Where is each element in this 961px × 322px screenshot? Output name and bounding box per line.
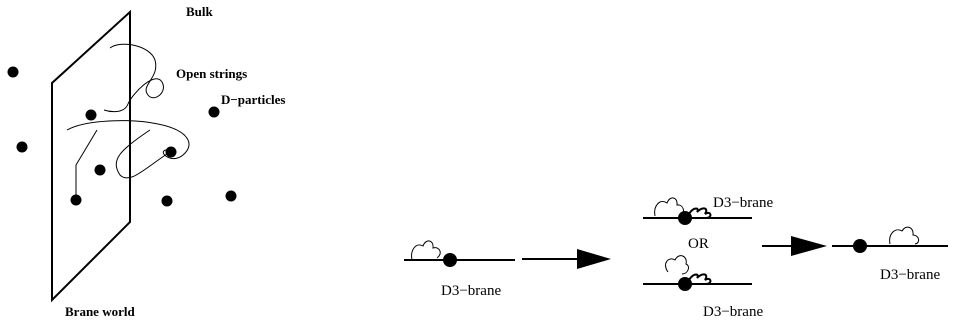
label-d3-brane-final: D3−brane [880, 267, 940, 283]
wavy-string [688, 273, 712, 285]
open-string-attached [66, 120, 190, 160]
open-string-right [115, 129, 171, 179]
d-particle [678, 211, 692, 225]
d-particle [853, 239, 867, 253]
label-open-strings: Open strings [176, 66, 247, 81]
label-d3-brane-initial: D3−brane [441, 283, 501, 299]
label-bulk: Bulk [186, 4, 214, 19]
label-d3-brane-lower: D3−brane [703, 304, 763, 320]
d3-brane-process-panel: D3−brane D3−brane OR D3−brane [404, 195, 948, 320]
closed-string-loop [665, 255, 690, 275]
label-or: OR [688, 236, 709, 252]
d-particle [443, 253, 457, 267]
arrow-right-1 [522, 249, 611, 269]
d-particle [85, 109, 97, 121]
d-particle [165, 146, 177, 158]
arrow-right-2 [762, 236, 827, 256]
d-particle [208, 106, 220, 118]
label-d-particles: D−particles [221, 92, 285, 107]
label-d3-brane-upper: D3−brane [713, 195, 773, 211]
final-state: D3−brane [832, 226, 948, 283]
initial-state: D3−brane [404, 240, 515, 299]
open-string-zigzag [75, 129, 98, 200]
closed-string-loop [411, 240, 441, 261]
d-particle [7, 66, 19, 78]
upper-alternative: D3−brane [643, 195, 773, 225]
d-particle [70, 194, 82, 206]
label-brane-world: Brane world [65, 304, 135, 319]
lower-alternative: D3−brane [643, 255, 763, 320]
closed-string-loop [889, 226, 920, 245]
d-particle [225, 190, 237, 202]
closed-string-loop [654, 197, 685, 217]
d-particle [16, 141, 28, 153]
d-particle [94, 164, 106, 176]
brane-world-panel: Bulk Open strings D−particles Brane worl… [7, 4, 285, 319]
wavy-string [688, 207, 712, 219]
brane-plane [51, 9, 131, 303]
open-string-bulk-loop [103, 43, 164, 113]
d-particle [678, 277, 692, 291]
d-particle [161, 195, 173, 207]
